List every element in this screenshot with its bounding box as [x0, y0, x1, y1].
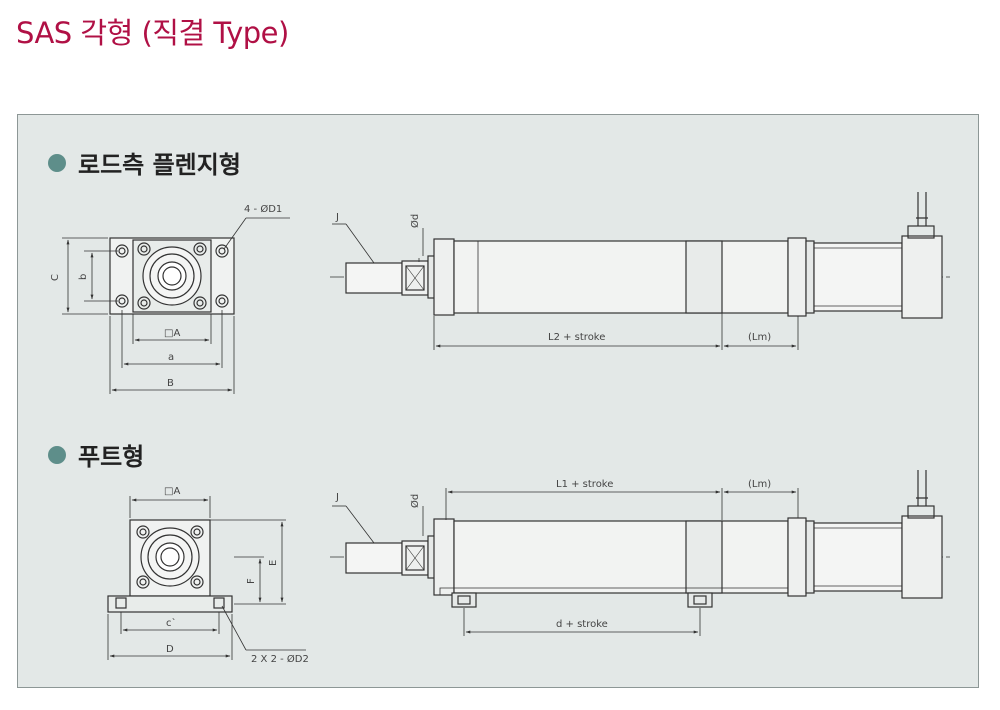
page-title: SAS 각형 (직결 Type) — [16, 16, 289, 50]
foot-holes-label: 2 X 2 - ØD2 — [251, 653, 309, 665]
foot-od-label: Ød — [409, 494, 421, 508]
flange-holes-label: 4 - ØD1 — [244, 203, 282, 215]
flange-l2-label: L2 + stroke — [548, 332, 605, 343]
flange-side-view — [330, 192, 950, 350]
foot-E-label: E — [268, 560, 279, 566]
flange-sq-a-label: □A — [164, 328, 180, 339]
foot-F-label: F — [246, 578, 257, 584]
section-title-flange-label: 로드측 플렌지형 — [78, 151, 241, 179]
flange-front-view — [62, 217, 290, 394]
section-title-foot-label: 푸트형 — [78, 443, 145, 471]
section-title-flange: 로드측 플렌지형 — [48, 145, 241, 180]
bullet-icon — [48, 153, 66, 172]
foot-D-label: D — [166, 644, 174, 655]
flange-lm-label: (Lm) — [748, 332, 771, 343]
flange-c-label: C — [50, 274, 61, 281]
foot-lm-label: (Lm) — [748, 479, 771, 490]
foot-sq-a-label: □A — [164, 486, 180, 497]
flange-od-label: Ød — [409, 214, 421, 228]
bullet-icon — [48, 445, 66, 464]
flange-j-label: J — [335, 212, 339, 223]
foot-front-view — [107, 496, 306, 660]
flange-a-label: a — [168, 352, 174, 363]
foot-side-view — [330, 470, 950, 636]
foot-j-label: J — [335, 492, 339, 503]
foot-c-prime-label: c` — [166, 617, 177, 629]
flange-B-label: B — [167, 378, 174, 389]
foot-l1-label: L1 + stroke — [556, 479, 613, 490]
foot-d-stroke-label: d + stroke — [556, 619, 608, 630]
section-title-foot: 푸트형 — [48, 437, 144, 472]
flange-b-label: b — [78, 274, 89, 280]
